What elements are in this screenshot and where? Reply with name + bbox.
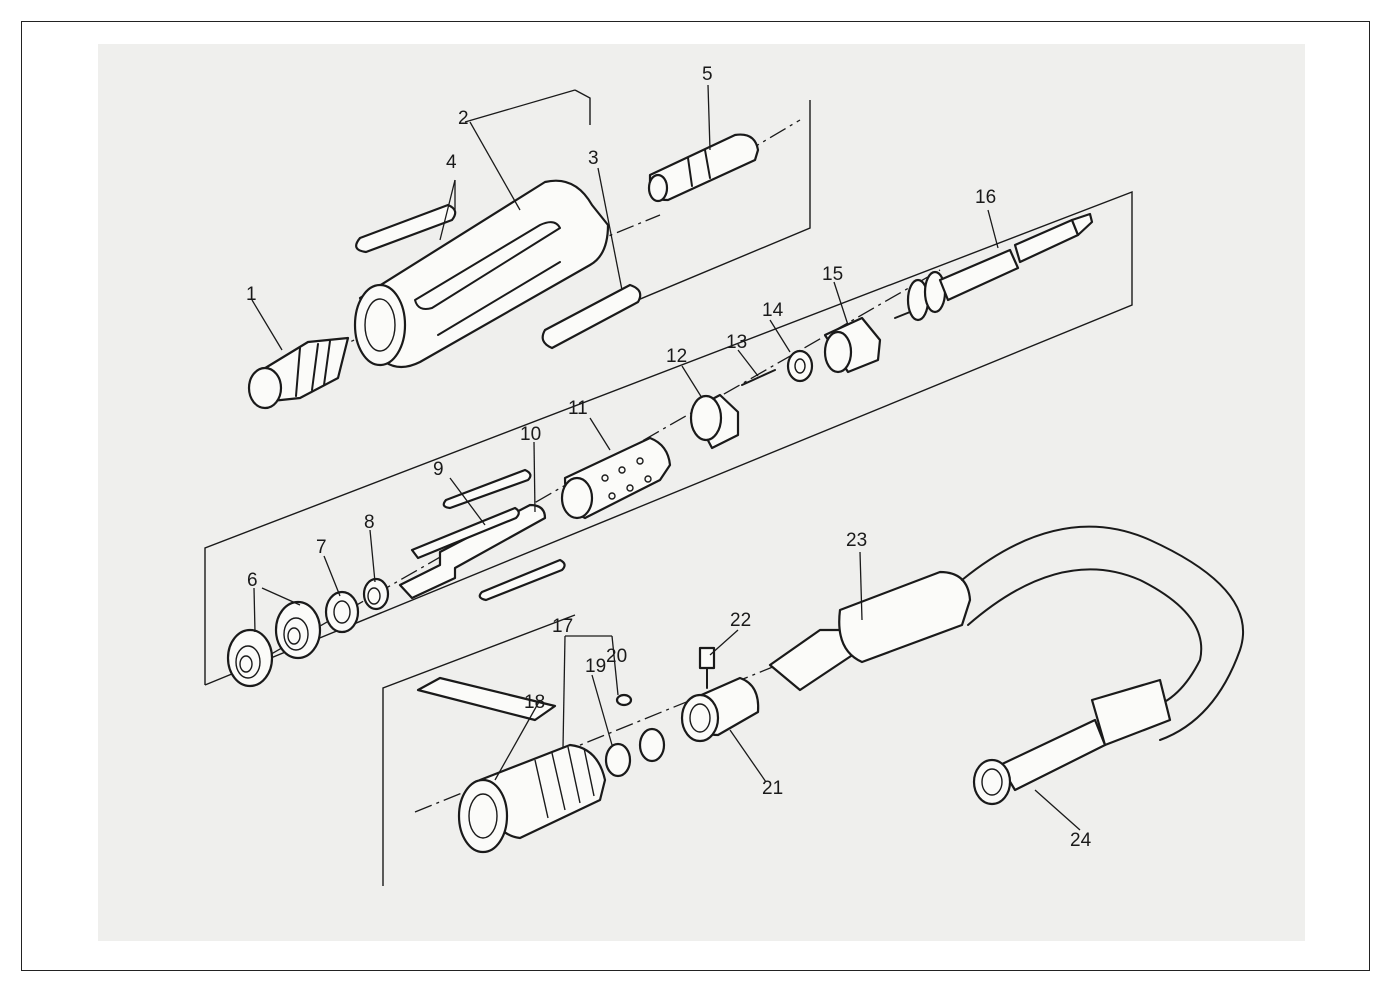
part-16-spindle	[894, 212, 1094, 322]
callout-20: 20	[606, 646, 627, 667]
callout-24: 24	[1070, 830, 1092, 851]
part-23-hose	[768, 525, 1245, 747]
part-17-knurled-nut	[457, 743, 607, 854]
part-21-inlet-bushing	[680, 676, 760, 743]
callout-10: 10	[520, 424, 541, 445]
callout-15: 15	[822, 264, 843, 285]
part-7-washer	[324, 590, 360, 634]
callout-labels: 1 2 3 4 5 6 7 8 9 10 11 12 13 14 15 16 1…	[246, 64, 1092, 851]
part-6-bearings	[226, 600, 322, 688]
callout-23: 23	[846, 530, 867, 551]
callout-16: 16	[975, 187, 996, 208]
leader-lines	[251, 84, 1081, 831]
callout-17: 17	[552, 616, 573, 637]
part-14-bearing	[786, 349, 814, 383]
part-10-rotor	[398, 503, 547, 600]
callout-6: 6	[247, 570, 258, 591]
callout-8: 8	[364, 512, 375, 533]
part-2-housing	[353, 179, 610, 369]
part-4-strip	[355, 203, 457, 254]
callout-5: 5	[702, 64, 713, 85]
part-3-strip	[541, 283, 642, 350]
callout-1: 1	[246, 284, 257, 305]
callout-13: 13	[726, 332, 747, 353]
callout-3: 3	[588, 148, 599, 169]
callout-2: 2	[458, 108, 469, 129]
part-22-set-screw	[698, 646, 716, 689]
callout-9: 9	[433, 459, 444, 480]
callout-18: 18	[524, 692, 545, 713]
part-20-small-ring	[615, 693, 633, 707]
callout-21: 21	[762, 778, 783, 799]
group-boundary-middle	[204, 190, 1133, 686]
part-13-pin	[741, 369, 776, 386]
part-12-end-plate	[689, 393, 740, 450]
callout-22: 22	[730, 610, 751, 631]
part-15-nut	[823, 316, 882, 374]
callout-11: 11	[568, 398, 588, 419]
part-19-o-rings	[604, 727, 666, 778]
part-1-nose	[247, 336, 350, 410]
part-24-hose-fitting	[972, 718, 1107, 806]
callout-19: 19	[585, 656, 606, 677]
group-boundary-top	[574, 89, 811, 321]
callout-14: 14	[762, 300, 784, 321]
group-boundary-bottom	[382, 614, 576, 886]
part-5-coupling	[647, 133, 760, 203]
callout-12: 12	[666, 346, 687, 367]
part-8-bearing	[362, 577, 390, 611]
scanned-paper	[98, 44, 1305, 941]
part-11-cylinder	[560, 436, 672, 520]
callout-4: 4	[446, 152, 457, 173]
part-18-label-plate	[416, 676, 557, 722]
callout-7: 7	[316, 537, 327, 558]
